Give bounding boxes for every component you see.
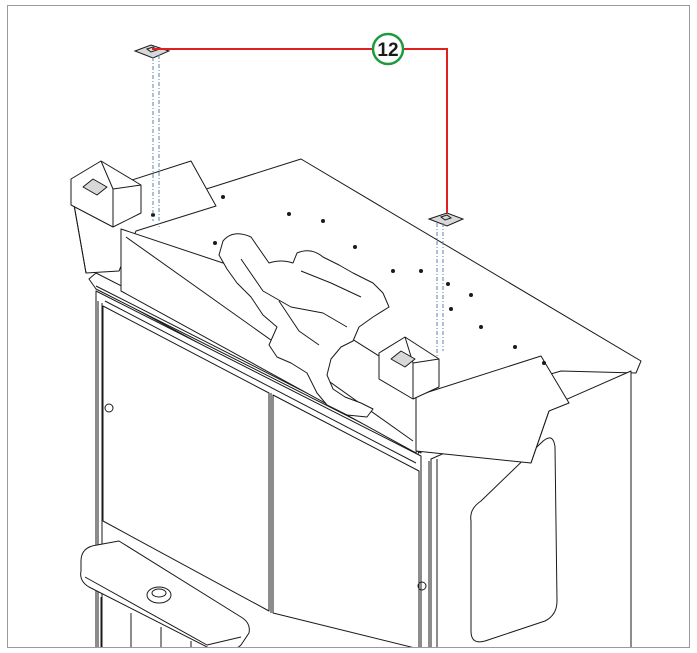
bracket-top-left (133, 44, 171, 59)
callout-12: 12 (371, 32, 405, 66)
side-window (470, 437, 558, 643)
front-door-left (102, 305, 270, 612)
door-knob-right (417, 581, 427, 591)
callout-leader (152, 48, 448, 213)
alignment-lines (152, 55, 444, 357)
cabinet-front (95, 290, 422, 647)
logo-cutout (218, 233, 390, 418)
screw-holes (151, 195, 546, 365)
door-knob-left (104, 403, 114, 413)
diagram-frame: 12 (7, 5, 690, 648)
bracket-top-right (427, 212, 465, 227)
callout-number: 12 (377, 40, 398, 61)
assembly-drawing: 12 (70, 32, 642, 647)
callout-circle (371, 32, 405, 66)
front-door-right (272, 394, 420, 647)
